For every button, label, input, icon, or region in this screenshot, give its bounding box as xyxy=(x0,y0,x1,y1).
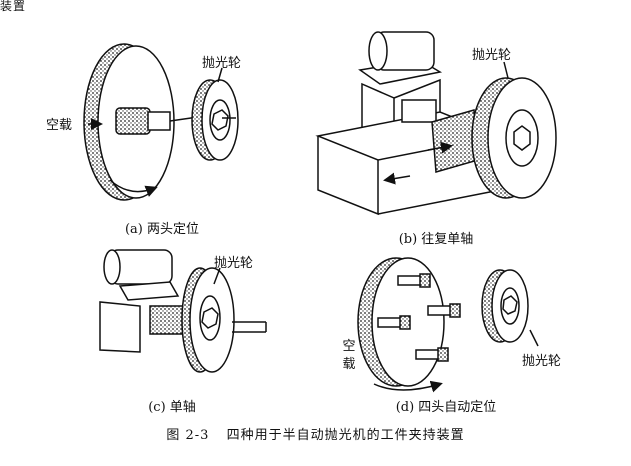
figure-number: 图 2-3 xyxy=(166,428,210,443)
panel-b-caption: (b) 往复单轴 xyxy=(398,232,474,247)
panel-a-idle-label: 空载 xyxy=(46,118,73,133)
panel-c-wheel-label: 抛光轮 xyxy=(214,256,254,271)
figure-caption: 图 2-3 四种用于半自动抛光机的工件夹持装置 xyxy=(0,424,631,443)
panel-c-drawing xyxy=(99,249,267,373)
panel-d-drawing xyxy=(357,257,539,393)
panel-d-idle-label-top: 空 xyxy=(342,339,356,354)
page-header-fragment: 装置 xyxy=(0,0,27,13)
panel-b-drawing xyxy=(315,31,557,216)
figure-title: 四种用于半自动抛光机的工件夹持装置 xyxy=(226,428,465,443)
panel-a-wheel-label: 抛光轮 xyxy=(202,56,242,71)
panel-d-caption: (d) 四头自动定位 xyxy=(395,400,497,415)
panel-d-idle-label-bottom: 载 xyxy=(342,357,356,372)
panel-a-caption: (a) 两头定位 xyxy=(124,222,200,237)
panel-d-wheel-label: 抛光轮 xyxy=(522,354,562,369)
panel-a-drawing xyxy=(83,43,239,201)
panel-c-caption: (c) 单轴 xyxy=(148,400,196,415)
panel-b-wheel-label: 抛光轮 xyxy=(472,48,512,63)
